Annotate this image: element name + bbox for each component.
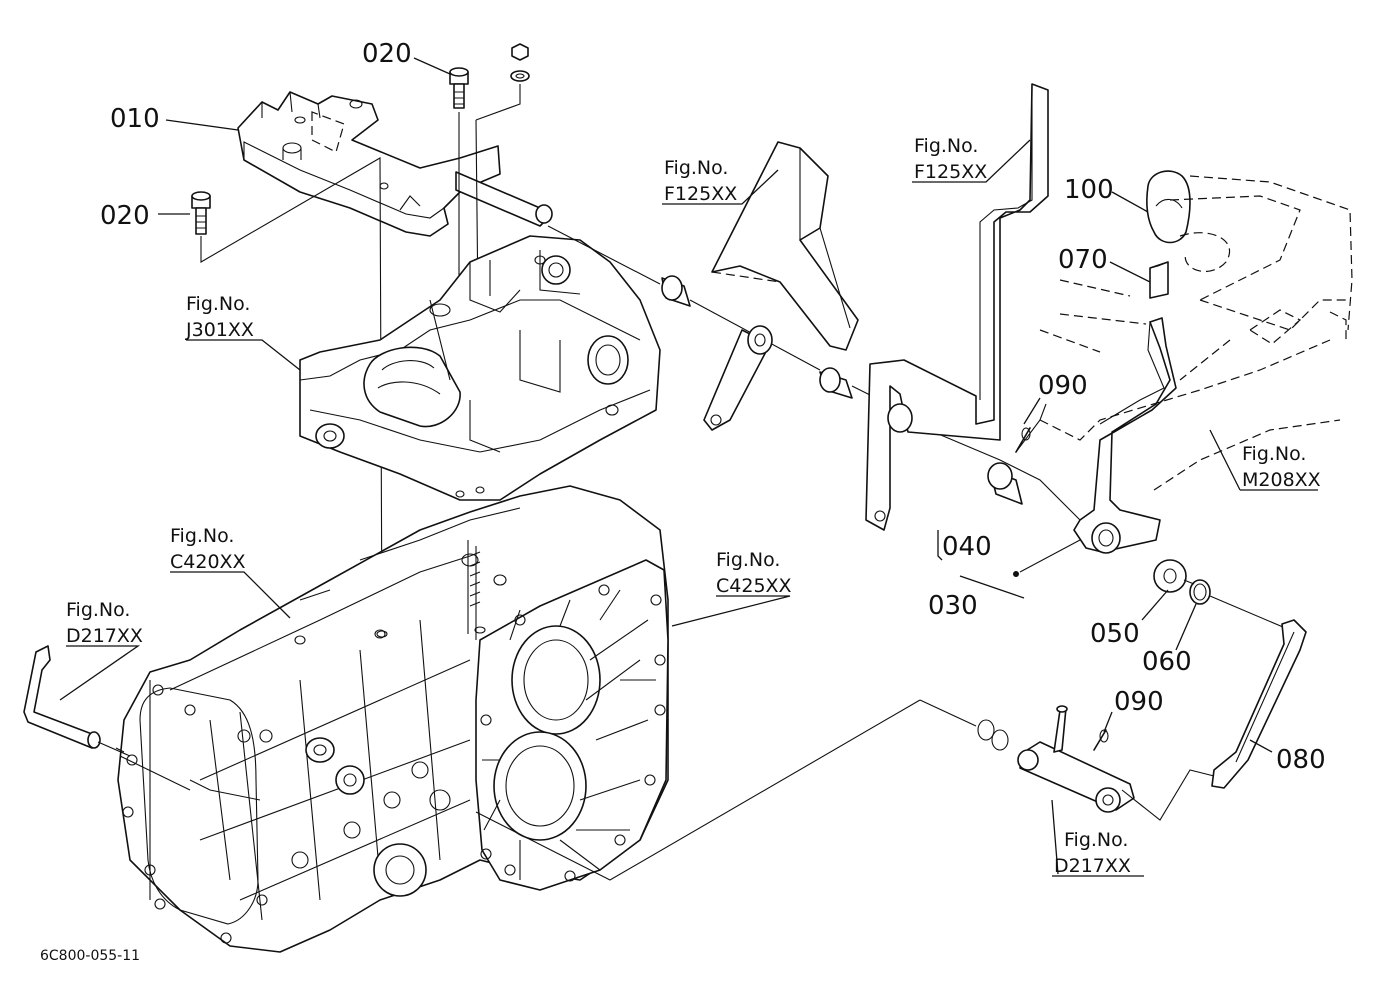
fig-ref-j301-label: Fig.No. xyxy=(186,293,250,315)
shift-housing xyxy=(299,235,661,501)
shaft-axis-1 xyxy=(547,225,661,285)
fig-ref-d217a-label: Fig.No. xyxy=(66,599,130,621)
part-label-090-upper: 090 xyxy=(1038,371,1088,401)
part-label-010: 010 xyxy=(110,104,160,134)
nut-washer xyxy=(510,43,530,82)
part-label-030: 030 xyxy=(928,591,978,621)
part-label-070: 070 xyxy=(1058,245,1108,275)
fig-ref-f125b-label: Fig.No. xyxy=(914,135,978,157)
fig-ref-c425-code: C425XX xyxy=(716,575,792,597)
fig-ref-m208-label: Fig.No. xyxy=(1242,443,1306,465)
fig-ref-d217b-code: D217XX xyxy=(1054,855,1131,877)
fig-ref-c420-label: Fig.No. xyxy=(170,525,234,547)
part-label-040: 040 xyxy=(942,532,992,562)
front-housing xyxy=(475,559,669,891)
shift-lever-b xyxy=(865,83,1049,531)
assembly-dot xyxy=(1013,571,1019,577)
cotter-pin-lower xyxy=(1093,729,1109,751)
assembly-dot-leader xyxy=(1019,539,1081,573)
washer-050 xyxy=(1153,559,1187,593)
gear-lever xyxy=(1073,317,1177,554)
leader-lines xyxy=(59,57,1318,877)
diagram-code: 6C800-055-11 xyxy=(40,948,140,964)
fig-ref-f125a-code: F125XX xyxy=(664,183,737,205)
cotter-pin-upper xyxy=(1015,403,1047,453)
fig-ref-f125b-code: F125XX xyxy=(914,161,987,183)
lower-linkage xyxy=(475,699,1215,881)
part-label-100: 100 xyxy=(1064,175,1114,205)
left-rod xyxy=(23,645,261,801)
part-label-060: 060 xyxy=(1142,647,1192,677)
fig-ref-j301-code: J301XX xyxy=(185,319,254,341)
snap-ring-060 xyxy=(1189,579,1211,605)
part-label-020-left: 020 xyxy=(100,201,150,231)
fig-ref-d217b-label: Fig.No. xyxy=(1064,829,1128,851)
bolt-top xyxy=(449,67,469,109)
fig-ref-c420-code: C420XX xyxy=(170,551,246,573)
shift-shaft xyxy=(455,171,553,227)
fig-ref-f125a-label: Fig.No. xyxy=(664,157,728,179)
bushing-1 xyxy=(661,275,691,307)
grip-070 xyxy=(1149,261,1169,299)
bolt-left xyxy=(191,191,211,235)
knob-100 xyxy=(1146,170,1191,244)
part-label-020-top: 020 xyxy=(362,39,412,69)
fig-ref-m208-code: M208XX xyxy=(1242,469,1321,491)
shift-lever-a xyxy=(703,141,859,431)
lever-axis xyxy=(1183,579,1291,631)
fig-ref-c425-label: Fig.No. xyxy=(716,549,780,571)
fig-ref-d217a-code: D217XX xyxy=(66,625,143,647)
nut-axis xyxy=(475,84,521,121)
part-label-090-lower: 090 xyxy=(1114,687,1164,717)
bushing-040 xyxy=(987,462,1023,505)
fender-body xyxy=(1039,175,1353,491)
bushing-2 xyxy=(819,367,853,399)
part-label-080: 080 xyxy=(1276,745,1326,775)
part-label-050: 050 xyxy=(1090,619,1140,649)
shaft-axis-4 xyxy=(909,421,1081,521)
rod-080 xyxy=(1211,619,1307,789)
